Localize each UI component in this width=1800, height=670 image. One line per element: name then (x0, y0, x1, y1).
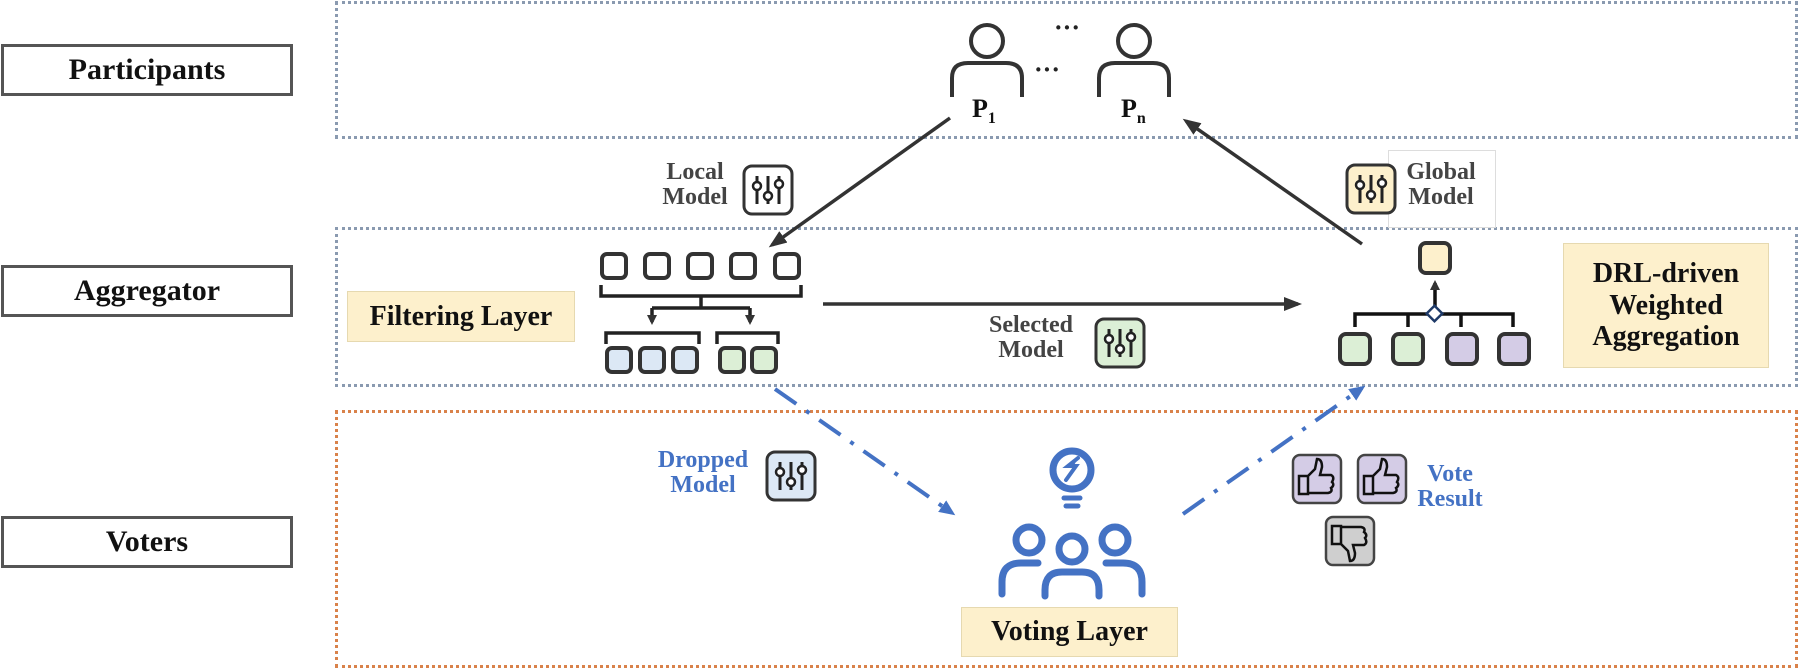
selected-model-node (1338, 332, 1372, 366)
ellipsis-top: ··· (1054, 13, 1081, 42)
pn-letter: P (1121, 94, 1137, 123)
dropped-model-node (638, 346, 666, 374)
local-model-label-line2: Model (662, 184, 728, 211)
global-model-label: Global Model (1396, 159, 1486, 211)
p1-subscript: 1 (987, 110, 996, 128)
local-model-sliders-icon (742, 164, 794, 216)
vote-result-label: Vote Result (1410, 461, 1490, 513)
voters-zone (335, 410, 1798, 668)
role-voters-label: Voters (105, 525, 189, 558)
arrow-vote-result (1181, 385, 1366, 516)
local-model-node (643, 252, 671, 280)
dropped-model-label-line2: Model (670, 472, 736, 499)
selected-model-label: Selected Model (975, 312, 1087, 364)
selected-model-label-line1: Selected (989, 312, 1073, 338)
filtering-layer-label: Filtering Layer (369, 300, 553, 332)
global-model-label-line1: Global (1406, 159, 1476, 185)
selected-model-node (750, 346, 778, 374)
participant-pn-label: Pn (1121, 95, 1146, 128)
local-model-label-line1: Local (666, 159, 724, 185)
vote-result-label-line2: Result (1417, 486, 1483, 513)
local-model-node (773, 252, 801, 280)
aggregation-layer-tag: DRL-driven Weighted Aggregation (1563, 243, 1769, 368)
vote-result-label-line1: Vote (1427, 461, 1473, 487)
role-aggregator-label: Aggregator (73, 274, 221, 307)
thumbs-up-icon (1291, 453, 1343, 505)
pn-subscript: n (1136, 110, 1146, 128)
dropped-model-node (605, 346, 633, 374)
weighted-model-node (1497, 332, 1531, 366)
filtering-layer-tag: Filtering Layer (347, 291, 575, 342)
arrow-local-model (768, 116, 952, 248)
voters-lightbulb-icon (998, 447, 1146, 600)
ellipsis-middle: ··· (1034, 55, 1061, 84)
aggregator-zone (335, 227, 1798, 387)
voting-layer-label: Voting Layer (991, 616, 1148, 647)
dropped-model-node (671, 346, 699, 374)
role-aggregator: Aggregator (1, 265, 293, 317)
role-participants: Participants (1, 44, 293, 96)
local-model-node (600, 252, 628, 280)
local-model-label: Local Model (655, 159, 735, 211)
participant-pn-icon (1097, 23, 1171, 97)
arrow-dropped-model (773, 387, 956, 516)
local-model-node (686, 252, 714, 280)
selected-model-node (1391, 332, 1425, 366)
participant-p1-icon (950, 23, 1024, 97)
dropped-model-label: Dropped Model (648, 447, 758, 499)
global-model-node (1418, 241, 1452, 275)
voting-layer-tag: Voting Layer (961, 607, 1178, 657)
selected-model-label-line2: Model (998, 337, 1064, 364)
selected-model-node (718, 346, 746, 374)
p1-letter: P (972, 94, 988, 123)
filtering-tree (599, 252, 803, 374)
thumbs-up-icon (1356, 453, 1408, 505)
local-model-node (729, 252, 757, 280)
arrow-global-model (1182, 118, 1364, 246)
dropped-model-label-line1: Dropped (657, 447, 749, 473)
thumbs-down-icon (1324, 515, 1376, 567)
dropped-model-sliders-icon (765, 450, 817, 502)
weighted-model-node (1445, 332, 1479, 366)
aggregation-label-line2: Weighted (1609, 289, 1723, 321)
aggregation-label-line1: DRL-driven (1592, 258, 1740, 290)
aggregation-label-line3: Aggregation (1592, 321, 1740, 353)
global-model-label-line2: Model (1408, 184, 1474, 211)
selected-model-sliders-icon (1094, 317, 1146, 369)
participants-zone (335, 1, 1798, 139)
aggregation-tree (1338, 241, 1531, 366)
role-voters: Voters (1, 516, 293, 568)
global-model-sliders-icon (1345, 163, 1397, 215)
participant-p1-label: P1 (972, 95, 996, 128)
role-participants-label: Participants (68, 53, 226, 86)
